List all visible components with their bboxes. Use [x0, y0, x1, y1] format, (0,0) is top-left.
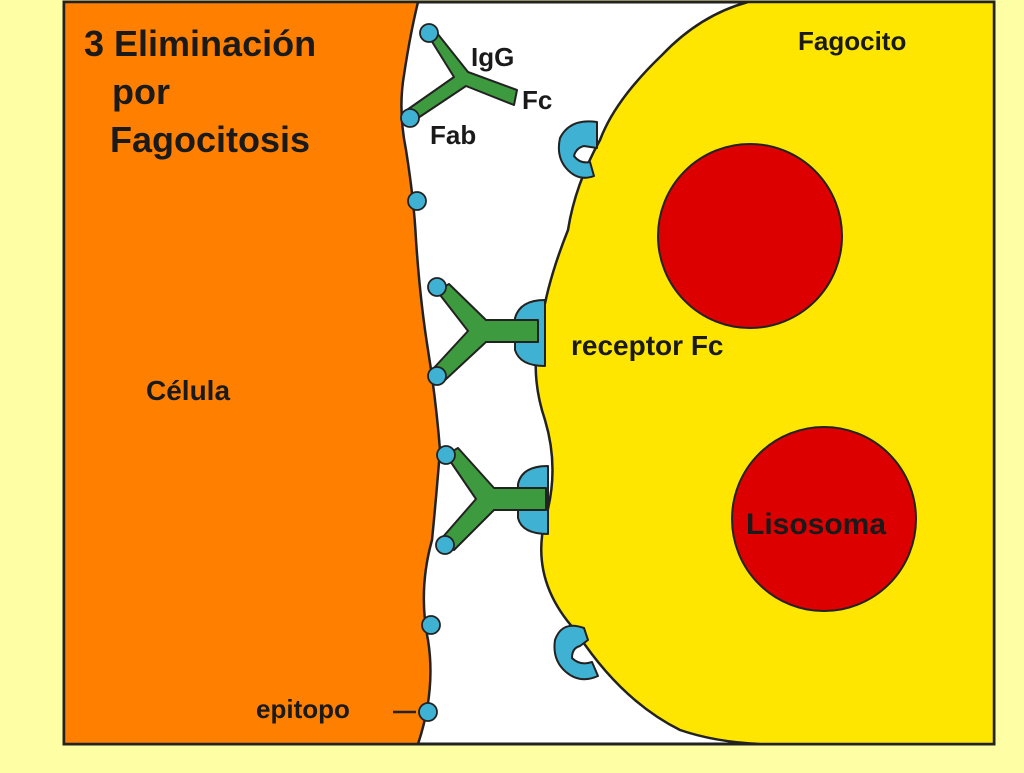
fc-receptor-free — [557, 120, 598, 179]
epitope-dot — [407, 191, 427, 211]
lysosome-label: Lisosoma — [746, 508, 886, 541]
phagocyte-label: Fagocito — [798, 26, 906, 56]
fc-receptor-free — [553, 624, 599, 681]
fc-receptor-label: receptor Fc — [571, 330, 724, 361]
fc-label: Fc — [522, 85, 552, 115]
epitope-dot — [435, 535, 455, 555]
title-line-2: por — [112, 71, 170, 112]
epitope-dot — [400, 108, 420, 128]
epitope-label: epitopo — [256, 694, 350, 724]
lysosome-upper — [657, 143, 843, 329]
title-line-3: Fagocitosis — [110, 119, 310, 160]
igg-antibody-bound-upper — [427, 277, 539, 386]
lysosome-lower — [731, 426, 917, 612]
epitope-dot — [427, 366, 447, 386]
epitope-dot — [419, 23, 439, 43]
epitope-dot — [421, 615, 441, 635]
cell-body — [62, 0, 442, 746]
igg-antibody-bound-lower — [435, 445, 547, 555]
igg-antibody-free — [403, 27, 518, 123]
fab-label: Fab — [430, 120, 476, 150]
cell-label: Célula — [146, 375, 230, 406]
epitope-dot — [427, 277, 447, 297]
epitope-dot — [436, 445, 456, 465]
title-line-1: 3 Eliminación — [84, 23, 316, 64]
epitope-dot — [418, 702, 438, 722]
igg-label: IgG — [471, 42, 514, 72]
